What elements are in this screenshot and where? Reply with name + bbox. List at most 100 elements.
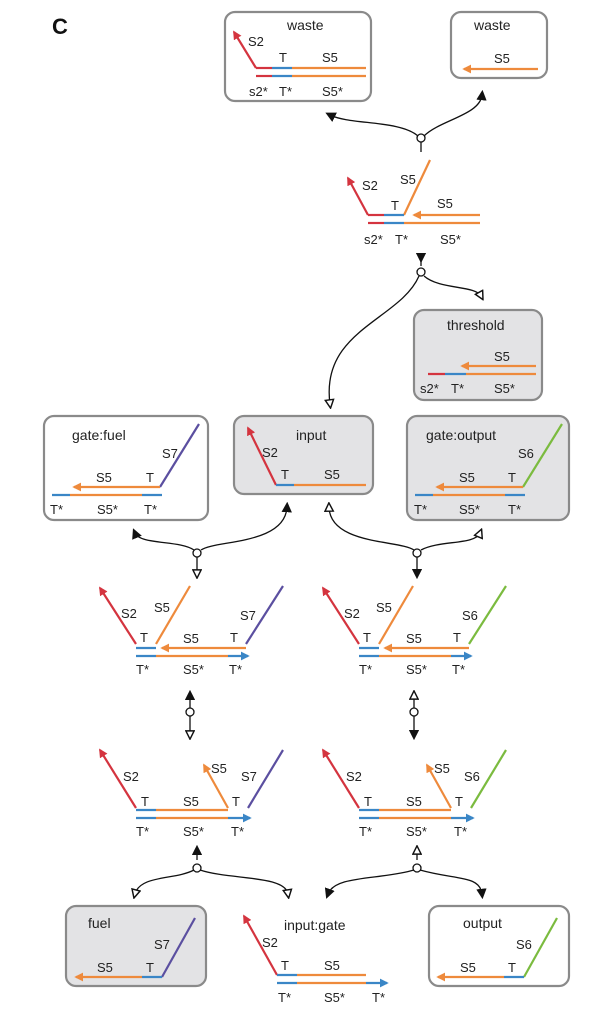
complex-right-row4: S2 S5 S6 T S5 T T* S5* T* [322, 748, 507, 839]
svg-text:T: T [508, 960, 516, 975]
svg-text:T*: T* [359, 824, 372, 839]
output-box: output S6 S5 T [427, 904, 571, 988]
svg-text:S5: S5 [154, 600, 170, 615]
svg-text:S7: S7 [241, 769, 257, 784]
svg-text:S5*: S5* [406, 662, 427, 677]
svg-text:S6: S6 [518, 446, 534, 461]
svg-text:S5: S5 [322, 50, 338, 65]
complex-left-row3: S2 S5 S7 T S5 T T* S5* T* [99, 585, 284, 677]
svg-text:S2: S2 [344, 606, 360, 621]
svg-text:gate:fuel: gate:fuel [72, 427, 126, 443]
svg-text:S5*: S5* [440, 232, 461, 247]
svg-text:threshold: threshold [447, 317, 505, 333]
svg-text:fuel: fuel [88, 915, 111, 931]
reaction-node-right-1 [329, 507, 480, 580]
svg-text:T*: T* [395, 232, 408, 247]
svg-text:S2: S2 [248, 34, 264, 49]
reaction-node-waste [325, 89, 487, 152]
threshold-input-complex: S2 S5 T S5 s2* T* S5* [347, 159, 480, 247]
threshold-box: threshold S5 s2* T* S5* [412, 308, 544, 402]
svg-text:input: input [296, 427, 326, 443]
svg-text:S5: S5 [460, 960, 476, 975]
svg-text:S5: S5 [376, 600, 392, 615]
svg-text:S7: S7 [162, 446, 178, 461]
svg-text:s2*: s2* [364, 232, 383, 247]
waste-box-1: waste S2 T S5 s2* T* S5* [223, 10, 373, 103]
svg-text:waste: waste [473, 17, 511, 33]
svg-text:T: T [281, 958, 289, 973]
svg-text:T: T [363, 630, 371, 645]
reaction-node-left-1 [132, 501, 292, 574]
gate-output-box: gate:output S6 S5 T T* S5* T* [405, 414, 571, 522]
svg-text:T: T [140, 630, 148, 645]
svg-text:T: T [508, 470, 516, 485]
svg-text:S6: S6 [516, 937, 532, 952]
svg-text:T*: T* [454, 824, 467, 839]
svg-text:S5*: S5* [183, 662, 204, 677]
svg-text:T: T [230, 630, 238, 645]
svg-text:S2: S2 [123, 769, 139, 784]
svg-text:T*: T* [451, 381, 464, 396]
svg-text:S7: S7 [154, 937, 170, 952]
svg-text:S5: S5 [324, 958, 340, 973]
svg-text:T: T [232, 794, 240, 809]
svg-text:S2: S2 [262, 935, 278, 950]
svg-text:S5*: S5* [97, 502, 118, 517]
reaction-node-threshold [329, 252, 481, 404]
svg-text:s2*: s2* [249, 84, 268, 99]
svg-text:S6: S6 [464, 769, 480, 784]
svg-text:S2: S2 [346, 769, 362, 784]
svg-text:S5: S5 [324, 467, 340, 482]
svg-text:S5: S5 [96, 470, 112, 485]
reaction-node-left-2 [186, 689, 196, 735]
svg-text:T*: T* [279, 84, 292, 99]
svg-text:T*: T* [452, 662, 465, 677]
svg-text:T: T [364, 794, 372, 809]
svg-text:S5*: S5* [324, 990, 345, 1005]
svg-text:S6: S6 [462, 608, 478, 623]
svg-text:S5: S5 [406, 794, 422, 809]
svg-text:T*: T* [50, 502, 63, 517]
svg-text:T*: T* [508, 502, 521, 517]
svg-text:S5: S5 [406, 631, 422, 646]
svg-text:S5: S5 [183, 631, 199, 646]
complex-left-row4: S2 S5 S7 T S5 T T* S5* T* [99, 748, 284, 839]
svg-text:T: T [141, 794, 149, 809]
svg-text:s2*: s2* [420, 381, 439, 396]
svg-text:T*: T* [144, 502, 157, 517]
reaction-node-left-3 [135, 844, 288, 894]
svg-text:T*: T* [278, 990, 291, 1005]
svg-text:T*: T* [136, 662, 149, 677]
input-gate-complex: input:gate S2 T S5 T* S5* T* [243, 914, 389, 1005]
svg-text:S7: S7 [240, 608, 256, 623]
svg-text:S2: S2 [262, 445, 278, 460]
svg-text:S2: S2 [121, 606, 137, 621]
svg-text:S5*: S5* [494, 381, 515, 396]
svg-text:T*: T* [359, 662, 372, 677]
svg-text:T: T [453, 630, 461, 645]
svg-text:T*: T* [372, 990, 385, 1005]
svg-text:S5*: S5* [322, 84, 343, 99]
panel-label: C [52, 14, 68, 39]
svg-text:T*: T* [136, 824, 149, 839]
svg-text:T: T [146, 960, 154, 975]
svg-text:S2: S2 [362, 178, 378, 193]
reaction-node-right-2 [408, 695, 420, 741]
svg-text:T*: T* [229, 662, 242, 677]
complex-right-row3: S2 S5 S6 T S5 T T* S5* T* [322, 585, 507, 677]
waste-box-2: waste S5 [449, 10, 549, 80]
svg-text:S5: S5 [494, 51, 510, 66]
svg-text:S5*: S5* [459, 502, 480, 517]
gate-fuel-box: gate:fuel S7 S5 T T* S5* T* [42, 414, 210, 522]
svg-text:S5: S5 [459, 470, 475, 485]
svg-text:S5*: S5* [183, 824, 204, 839]
svg-text:T*: T* [414, 502, 427, 517]
svg-text:S5: S5 [437, 196, 453, 211]
svg-text:S5: S5 [97, 960, 113, 975]
input-box: input S2 T S5 [232, 414, 375, 496]
svg-text:S5: S5 [400, 172, 416, 187]
svg-text:T: T [146, 470, 154, 485]
svg-text:T: T [455, 794, 463, 809]
svg-text:S5*: S5* [406, 824, 427, 839]
